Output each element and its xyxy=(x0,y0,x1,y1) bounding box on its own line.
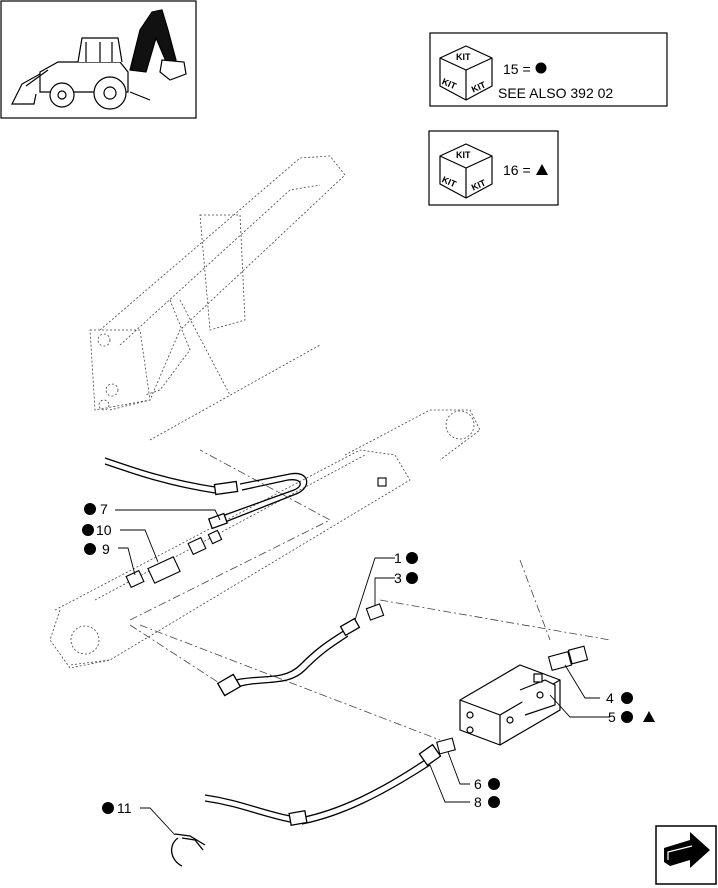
boom-assembly-ghost xyxy=(89,155,346,441)
valve-block xyxy=(459,664,561,746)
machine-thumbnail xyxy=(0,0,197,119)
kit-cube-top-text: KIT xyxy=(456,150,471,160)
triangle-symbol-icon xyxy=(536,164,548,175)
circle-symbol-icon xyxy=(82,524,94,536)
callout-10: 10 xyxy=(82,522,112,538)
kit-cube-icon xyxy=(439,143,493,199)
circle-symbol-icon xyxy=(621,711,633,723)
circle-symbol-icon xyxy=(535,62,547,74)
callout-5: 5 xyxy=(608,709,655,725)
callout-4: 4 xyxy=(606,690,633,706)
hoses xyxy=(104,457,442,867)
kit-box-15: KIT KIT KIT 15 = SEE ALSO 392 02 xyxy=(429,32,668,107)
circle-symbol-icon xyxy=(406,572,418,584)
callout-11: 11 xyxy=(102,800,132,816)
next-page-arrow-icon[interactable] xyxy=(655,825,717,885)
kit-cube-icon xyxy=(439,45,493,101)
callout-7: 7 xyxy=(84,501,108,517)
callout-label: 1 xyxy=(394,550,402,566)
circle-symbol-icon xyxy=(102,802,114,814)
callout-label: 11 xyxy=(117,800,132,816)
kit-box-16: KIT KIT KIT 16 = xyxy=(428,130,559,206)
callout-9: 9 xyxy=(84,541,110,557)
backhoe-loader-icon xyxy=(11,9,187,110)
callout-label: 8 xyxy=(474,794,482,810)
leader-lines xyxy=(115,509,610,836)
callout-label: 3 xyxy=(394,570,402,586)
kit-cube-top-text: KIT xyxy=(456,52,471,62)
fittings xyxy=(125,477,589,755)
callout-label: 6 xyxy=(474,776,482,792)
circle-symbol-icon xyxy=(406,552,418,564)
callout-8: 8 xyxy=(474,794,500,810)
callout-label: 7 xyxy=(100,501,108,517)
cylinder-ghost xyxy=(49,409,481,669)
callout-6: 6 xyxy=(474,776,500,792)
kit-15-label: 15 = xyxy=(503,61,531,77)
callout-1: 1 xyxy=(394,550,418,566)
callout-label: 10 xyxy=(96,522,112,538)
kit-see-also-label: SEE ALSO 392 02 xyxy=(498,85,613,101)
circle-symbol-icon xyxy=(621,692,633,704)
callout-label: 4 xyxy=(606,690,614,706)
callout-label: 9 xyxy=(102,541,110,557)
circle-symbol-icon xyxy=(84,543,96,555)
circle-symbol-icon xyxy=(488,778,500,790)
callout-label: 5 xyxy=(608,709,616,725)
kit-16-label: 16 = xyxy=(503,162,531,178)
callout-3: 3 xyxy=(394,570,418,586)
triangle-symbol-icon xyxy=(643,711,655,722)
circle-symbol-icon xyxy=(84,503,96,515)
alignment-lines xyxy=(129,449,611,741)
circle-symbol-icon xyxy=(488,796,500,808)
